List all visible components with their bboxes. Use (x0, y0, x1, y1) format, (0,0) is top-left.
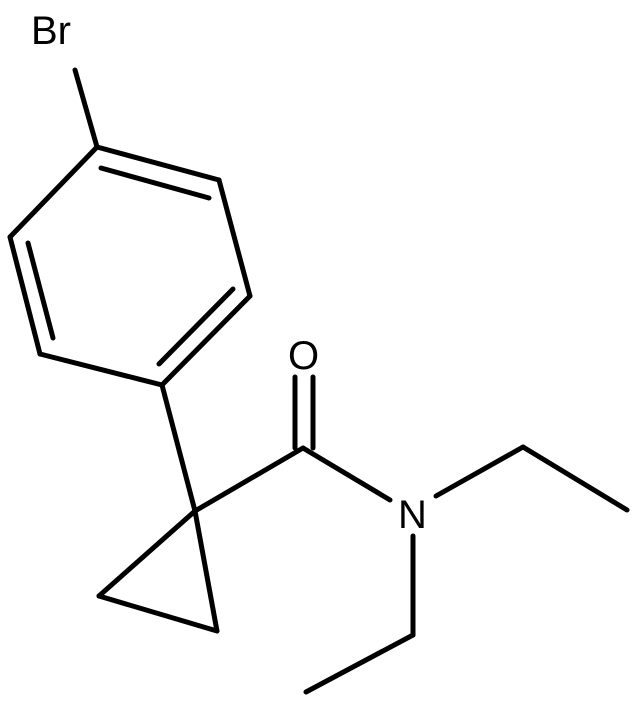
ring-bond-c6-c1 (7, 144, 100, 240)
bond-carbonyl-double-o (292, 374, 316, 451)
ring-bond-c3-c4 (156, 286, 253, 388)
bond-ethyl2-ch3 (303, 632, 416, 695)
bond-ring-cyclopropane (159, 382, 198, 514)
bond-cyclopropane-carbonyl (192, 445, 306, 514)
cyclopropane-bond-c (192, 508, 220, 634)
bond-ethyl1-ch3 (520, 444, 630, 513)
atom-label-oxygen: O (288, 334, 319, 378)
atom-label-bromine: Br (31, 9, 71, 53)
bond-n-ethyl1-ch2 (433, 444, 526, 499)
ring-bond-c5-c6 (7, 234, 56, 357)
bond-carbonyl-n (300, 445, 393, 503)
cyclopropane-bond-b (96, 593, 220, 634)
cyclopropane-bond-a (96, 508, 198, 599)
ring-bond-c4-c5 (37, 351, 165, 388)
ring-bond-c1-c2 (94, 144, 222, 201)
bond-br-c1 (72, 67, 100, 150)
ring-bond-c2-c3 (216, 177, 253, 299)
atom-label-nitrogen: N (398, 493, 427, 537)
